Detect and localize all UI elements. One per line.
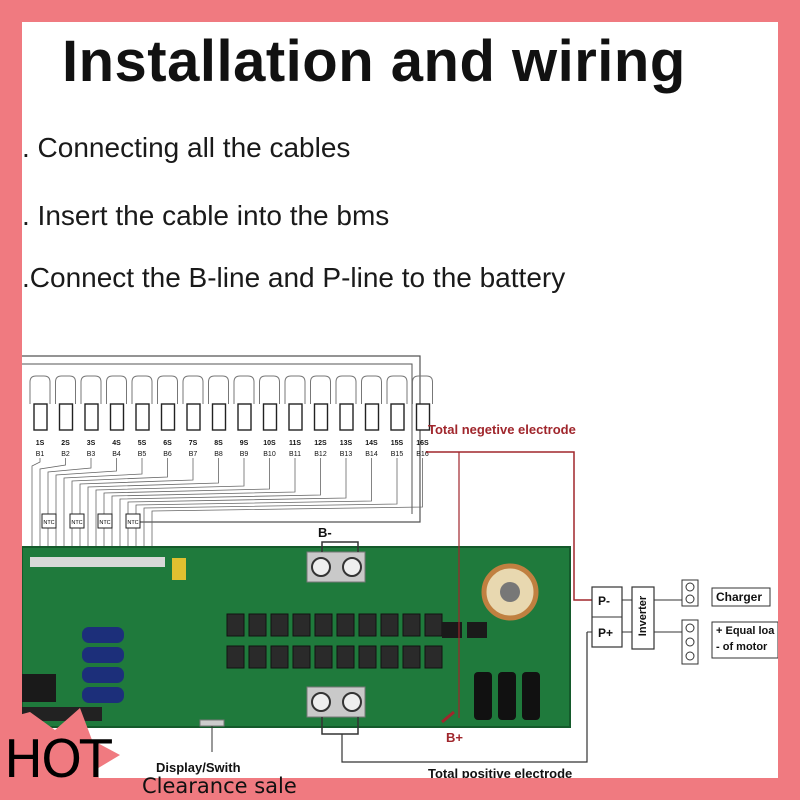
ntc-label: NTC — [71, 520, 82, 526]
cell-bottom-label: B13 — [340, 451, 353, 458]
page-title: Installation and wiring — [62, 29, 686, 94]
cell-bottom-label: B9 — [240, 451, 249, 458]
cell-bottom-label: B16 — [416, 451, 429, 458]
mosfet — [424, 645, 443, 669]
cell-connector — [186, 403, 201, 431]
cell-top-label: 13S — [340, 440, 353, 447]
mosfet — [314, 613, 333, 637]
cell-connector — [288, 403, 303, 431]
mosfet — [270, 645, 289, 669]
total-positive-label: Total positive electrode — [428, 766, 573, 778]
step-2-text: . Insert the cable into the bms — [22, 200, 390, 231]
mosfet — [424, 613, 443, 637]
step-3-text: .Connect the B-line and P-line to the ba… — [22, 262, 566, 293]
mosfet — [358, 645, 377, 669]
cell-top-label: 12S — [314, 440, 327, 447]
p-minus-label: P- — [598, 594, 610, 608]
ntc-sensor — [97, 513, 113, 529]
cell-connector — [84, 403, 99, 431]
step-1-text: . Connecting all the cables — [22, 132, 351, 163]
cell-top-label: 1S — [36, 440, 45, 447]
ntc-sensor — [41, 513, 57, 529]
cell-bottom-label: B8 — [214, 451, 223, 458]
wiring-diagram: 1S B1 2S B2 3S B3 4S B4 5S B5 6S B6 7S B7 8S B8 9S B9 10S B… — [22, 342, 778, 778]
cell-connector — [339, 403, 354, 431]
cell-top-label: 11S — [289, 440, 301, 447]
cell-connector — [211, 403, 227, 431]
b-minus-label: B- — [318, 525, 332, 540]
hot-badge: HOT — [4, 730, 112, 790]
cell-top-label: 5S — [138, 440, 147, 447]
mosfet — [248, 613, 267, 637]
cell-bottom-label: B14 — [365, 451, 378, 458]
cell-bottom-label: B7 — [189, 451, 198, 458]
mosfet — [270, 613, 289, 637]
cell-connector — [390, 403, 405, 431]
cell-bottom-label: B2 — [61, 451, 70, 458]
equal-load-label: + Equal loa — [716, 625, 775, 637]
mosfet — [248, 645, 267, 669]
ntc-sensor — [125, 513, 141, 529]
mosfet — [358, 613, 377, 637]
cell-bottom-label: B12 — [314, 451, 327, 458]
cell-bottom-label: B4 — [112, 451, 121, 458]
cell-top-label: 8S — [214, 440, 223, 447]
cell-connector — [109, 403, 125, 431]
cell-connector — [135, 403, 150, 431]
splash-shape — [0, 708, 120, 800]
cell-connector — [313, 403, 329, 431]
mosfet — [292, 613, 311, 637]
cell-connector — [58, 403, 74, 431]
mosfet — [336, 613, 355, 637]
cell-connector — [160, 403, 176, 431]
cell-bottom-label: B10 — [263, 451, 276, 458]
mosfet — [226, 613, 245, 637]
charger-label: Charger — [716, 590, 763, 604]
mosfet — [380, 613, 399, 637]
cell-bottom-label: B11 — [289, 451, 301, 458]
mosfet — [402, 613, 421, 637]
mosfet — [314, 645, 333, 669]
cell-connector — [33, 403, 48, 431]
product-image: Installation and wiring . Connecting all… — [22, 22, 778, 778]
mosfet — [336, 645, 355, 669]
total-negative-label: Total negetive electrode — [428, 422, 576, 437]
cell-connector — [364, 403, 380, 431]
ntc-label: NTC — [127, 520, 138, 526]
cell-top-label: 14S — [365, 440, 378, 447]
ntc-sensor — [69, 513, 85, 529]
cell-top-label: 3S — [87, 440, 96, 447]
ntc-label: NTC — [43, 520, 54, 526]
cell-top-label: 2S — [61, 440, 70, 447]
inverter-label: Inverter — [637, 595, 649, 637]
cell-bottom-label: B5 — [138, 451, 147, 458]
b-plus-label: B+ — [446, 730, 463, 745]
cell-top-label: 4S — [112, 440, 121, 447]
mosfet — [292, 645, 311, 669]
cell-connector — [262, 403, 278, 431]
cell-top-label: 6S — [163, 440, 172, 447]
display-switch-label: Display/Swith — [156, 760, 241, 775]
cell-bottom-label: B3 — [87, 451, 96, 458]
cell-bottom-label: B1 — [36, 451, 45, 458]
cell-top-label: 7S — [189, 440, 198, 447]
cell-top-label: 10S — [263, 440, 276, 447]
cell-connector — [415, 403, 431, 431]
wiring-diagram-svg: 1S B1 2S B2 3S B3 4S B4 5S B5 6S B6 7S B7 8S B8 9S B9 10S B… — [22, 355, 778, 763]
mosfet — [380, 645, 399, 669]
ntc-label: NTC — [99, 520, 110, 526]
cell-bottom-label: B6 — [163, 451, 172, 458]
cell-top-label: 9S — [240, 440, 249, 447]
of-motor-label: - of motor — [716, 641, 768, 653]
cell-connector — [237, 403, 252, 431]
mosfet — [226, 645, 245, 669]
cell-top-label: 16S — [416, 440, 429, 447]
clearance-sale-badge: Clearance sale — [142, 774, 297, 798]
p-plus-label: P+ — [598, 626, 614, 640]
mosfet — [402, 645, 421, 669]
cell-bottom-label: B15 — [391, 451, 404, 458]
cell-top-label: 15S — [391, 440, 404, 447]
